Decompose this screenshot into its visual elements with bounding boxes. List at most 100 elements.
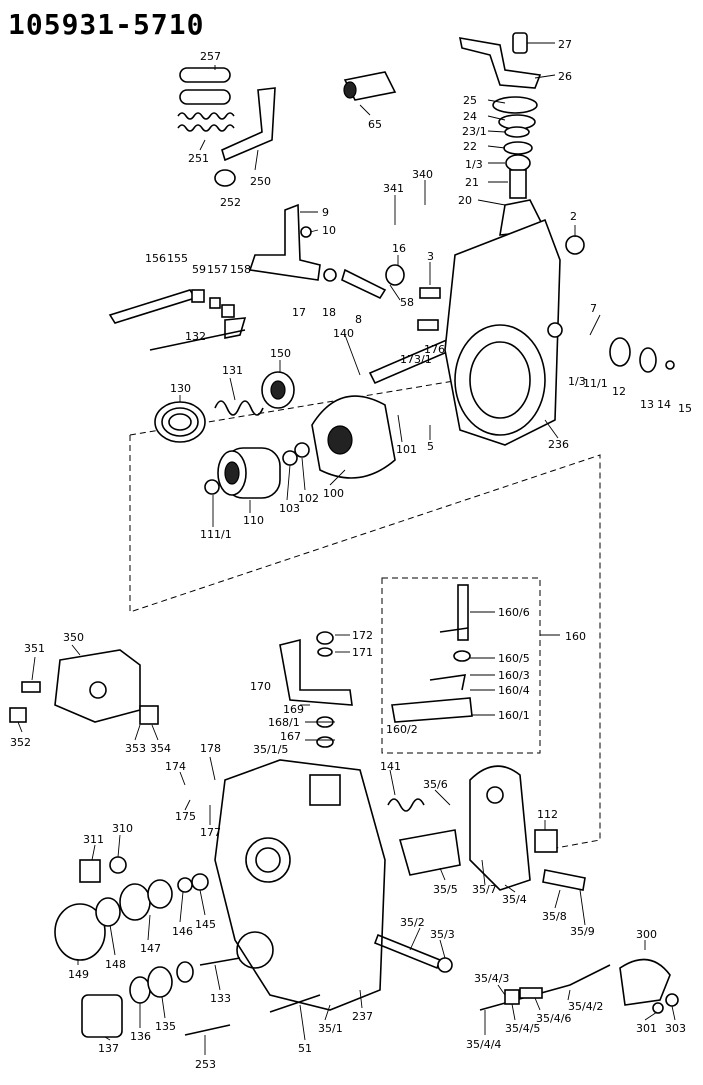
label-173-1: 173/1 bbox=[400, 353, 432, 366]
label-10: 10 bbox=[322, 224, 336, 237]
lower-left-parts bbox=[54, 856, 321, 1038]
diagram-title: 105931-5710 bbox=[8, 8, 205, 41]
label-155: 155 bbox=[167, 252, 188, 265]
label-7: 7 bbox=[590, 302, 597, 315]
label-167: 167 bbox=[280, 730, 301, 743]
label-23-1: 23/1 bbox=[462, 125, 487, 138]
label-253: 253 bbox=[195, 1058, 216, 1071]
label-135: 135 bbox=[155, 1020, 176, 1033]
label-20: 20 bbox=[458, 194, 472, 207]
label-35-5: 35/5 bbox=[433, 883, 458, 896]
spring-parts-group bbox=[177, 67, 397, 187]
label-5: 5 bbox=[427, 440, 434, 453]
bracket-350 bbox=[9, 649, 159, 725]
label-160-5: 160/5 bbox=[498, 652, 530, 665]
label-236: 236 bbox=[548, 438, 569, 451]
part-labels: 27 26 25 24 23/1 22 1/3 21 20 2 340 341 … bbox=[10, 38, 692, 1071]
label-300: 300 bbox=[636, 928, 657, 941]
label-35-7: 35/7 bbox=[472, 883, 497, 896]
label-17: 17 bbox=[292, 306, 306, 319]
label-35-9: 35/9 bbox=[570, 925, 595, 938]
label-35-3: 35/3 bbox=[430, 928, 455, 941]
label-136: 136 bbox=[130, 1030, 151, 1043]
label-130: 130 bbox=[170, 382, 191, 395]
label-175: 175 bbox=[175, 810, 196, 823]
label-26: 26 bbox=[558, 70, 572, 83]
label-132: 132 bbox=[185, 330, 206, 343]
label-257: 257 bbox=[200, 50, 221, 63]
label-350: 350 bbox=[63, 631, 84, 644]
label-301: 301 bbox=[636, 1022, 657, 1035]
label-65: 65 bbox=[368, 118, 382, 131]
label-148: 148 bbox=[105, 958, 126, 971]
label-35-6: 35/6 bbox=[423, 778, 448, 791]
label-35-1-5: 35/1/5 bbox=[253, 743, 288, 756]
label-176: 176 bbox=[424, 343, 445, 356]
group-160-parts bbox=[391, 584, 473, 723]
label-171: 171 bbox=[352, 646, 373, 659]
label-102: 102 bbox=[298, 492, 319, 505]
label-51: 51 bbox=[298, 1042, 312, 1055]
label-310: 310 bbox=[112, 822, 133, 835]
delivery-valve-stack bbox=[458, 32, 547, 236]
label-35-4-5: 35/4/5 bbox=[505, 1022, 540, 1035]
label-3: 3 bbox=[427, 250, 434, 263]
label-14: 14 bbox=[657, 398, 671, 411]
label-1-3-top: 1/3 bbox=[465, 158, 483, 171]
label-112: 112 bbox=[537, 808, 558, 821]
label-35-4-3: 35/4/3 bbox=[474, 972, 509, 985]
label-251: 251 bbox=[188, 152, 209, 165]
label-149: 149 bbox=[68, 968, 89, 981]
label-12: 12 bbox=[612, 385, 626, 398]
label-178: 178 bbox=[200, 742, 221, 755]
label-177: 177 bbox=[200, 826, 221, 839]
label-146: 146 bbox=[172, 925, 193, 938]
label-100: 100 bbox=[323, 487, 344, 500]
label-340: 340 bbox=[412, 168, 433, 181]
label-237: 237 bbox=[352, 1010, 373, 1023]
label-21: 21 bbox=[465, 176, 479, 189]
label-11-1: 11/1 bbox=[583, 377, 608, 390]
label-160: 160 bbox=[565, 630, 586, 643]
label-35-4-6: 35/4/6 bbox=[536, 1012, 571, 1025]
label-160-1: 160/1 bbox=[498, 709, 530, 722]
label-147: 147 bbox=[140, 942, 161, 955]
label-35-1: 35/1 bbox=[318, 1022, 343, 1035]
label-35-4: 35/4 bbox=[502, 893, 527, 906]
governor-housing bbox=[444, 218, 675, 446]
label-59: 59 bbox=[192, 263, 206, 276]
lever-linkage bbox=[108, 289, 247, 351]
label-303: 303 bbox=[665, 1022, 686, 1035]
governor-group-outline bbox=[129, 435, 601, 851]
label-22: 22 bbox=[463, 140, 477, 153]
label-137: 137 bbox=[98, 1042, 119, 1055]
label-110: 110 bbox=[243, 514, 264, 527]
label-16: 16 bbox=[392, 242, 406, 255]
label-15: 15 bbox=[678, 402, 692, 415]
label-35-2: 35/2 bbox=[400, 916, 425, 929]
label-145: 145 bbox=[195, 918, 216, 931]
label-156: 156 bbox=[145, 252, 166, 265]
flyweight-holder bbox=[204, 395, 396, 499]
label-352: 352 bbox=[10, 736, 31, 749]
label-168-1: 168/1 bbox=[268, 716, 300, 729]
label-58: 58 bbox=[400, 296, 414, 309]
label-101: 101 bbox=[396, 443, 417, 456]
pump-housing bbox=[214, 759, 386, 1011]
label-18: 18 bbox=[322, 306, 336, 319]
label-24: 24 bbox=[463, 110, 477, 123]
label-157: 157 bbox=[207, 263, 228, 276]
label-141: 141 bbox=[380, 760, 401, 773]
governor-cover bbox=[373, 765, 586, 973]
label-170: 170 bbox=[250, 680, 271, 693]
label-25: 25 bbox=[463, 94, 477, 107]
label-111-1: 111/1 bbox=[200, 528, 232, 541]
group-160-outline bbox=[381, 577, 541, 754]
label-27: 27 bbox=[558, 38, 572, 51]
label-35-4-4: 35/4/4 bbox=[466, 1038, 501, 1051]
label-131: 131 bbox=[222, 364, 243, 377]
label-174: 174 bbox=[165, 760, 186, 773]
label-354: 354 bbox=[150, 742, 171, 755]
label-158: 158 bbox=[230, 263, 251, 276]
